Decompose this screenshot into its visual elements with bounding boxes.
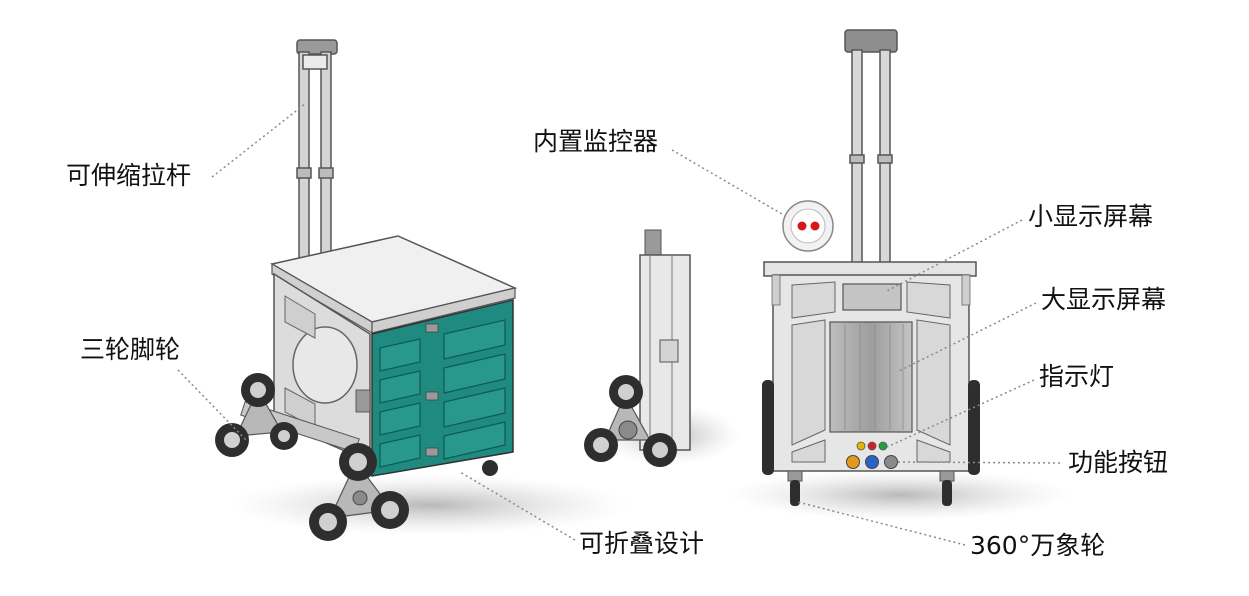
- indicator-lights: [856, 441, 888, 451]
- large-display-screen: [829, 321, 913, 433]
- label-foldable-design: 可折叠设计: [579, 529, 705, 558]
- label-small-screen: 小显示屏幕: [1028, 202, 1154, 231]
- rear-tri-wheel: [215, 373, 298, 457]
- label-built-in-monitor: 内置监控器: [533, 127, 659, 156]
- front-handle: [844, 29, 898, 269]
- label-tri-wheel: 三轮脚轮: [80, 335, 181, 364]
- cart-shadow: [230, 475, 630, 535]
- built-in-monitor: [782, 200, 834, 252]
- caster-wheels: [787, 470, 955, 506]
- label-indicator-light: 指示灯: [1039, 362, 1115, 391]
- front-tri-wheel: [309, 443, 409, 541]
- telescopic-handle: [296, 39, 338, 293]
- folded-side-view: [584, 229, 740, 467]
- label-caster-360: 360°万象轮: [970, 531, 1106, 560]
- label-function-buttons: 功能按钮: [1068, 448, 1169, 477]
- front-cart-view: [730, 29, 1070, 520]
- isometric-cart-view: [215, 39, 630, 541]
- small-display-screen: [842, 283, 902, 311]
- leader-lines: [177, 103, 1061, 546]
- function-buttons: [846, 455, 898, 469]
- label-large-screen: 大显示屏幕: [1041, 285, 1167, 314]
- label-telescopic-handle: 可伸缩拉杆: [66, 161, 192, 190]
